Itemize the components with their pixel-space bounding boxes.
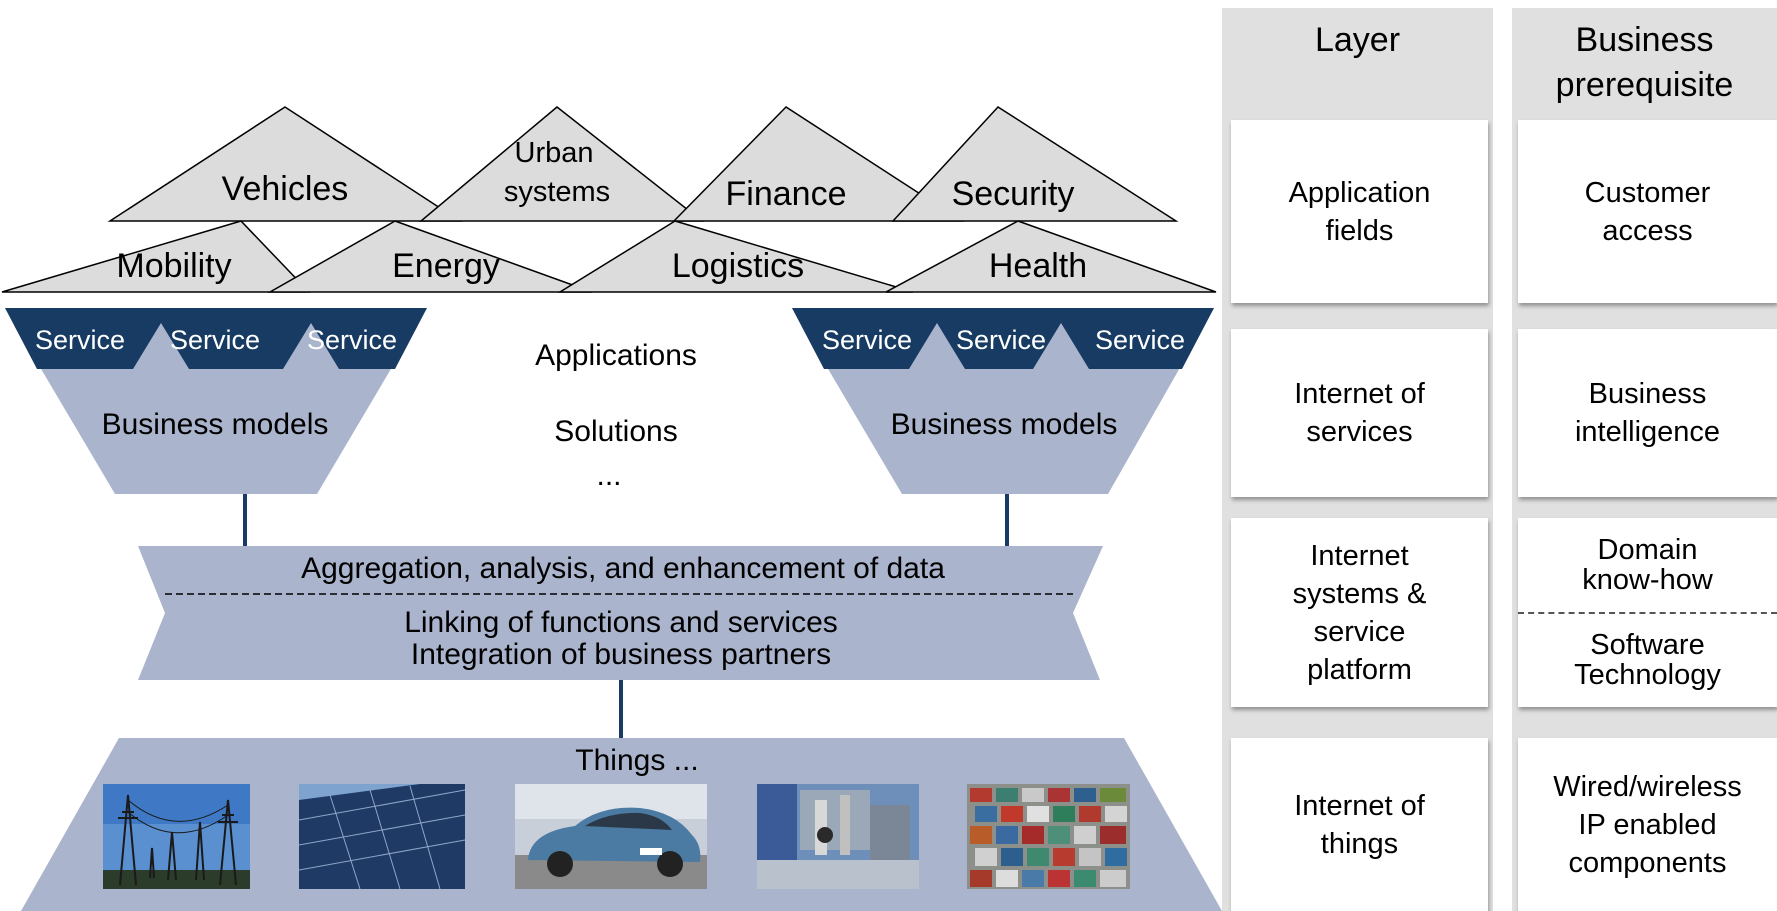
field-health-triangle <box>885 220 1217 293</box>
layer-column: Layer Application fields Internet of ser… <box>1222 8 1493 911</box>
shipping-containers-photo <box>967 784 1130 889</box>
prereq-card-wired-wireless: Wired/wireless IP enabled components <box>1518 738 1777 911</box>
factory-robot-photo <box>757 784 919 889</box>
layer-card-application-fields: Application fields <box>1231 120 1488 303</box>
left-service-3: Service <box>307 325 397 355</box>
field-label-health: Health <box>989 247 1087 285</box>
platform-top-text: Aggregation, analysis, and enhancement o… <box>301 552 945 585</box>
applications-label: Applications <box>535 339 697 372</box>
field-energy-triangle <box>267 220 593 293</box>
prereq-card-business-intelligence: Business intelligence <box>1518 329 1777 497</box>
layer-card-internet-of-services: Internet of services <box>1231 329 1488 497</box>
platform-bottom-line1: Linking of functions and services <box>404 606 838 639</box>
things-layer: Things ... <box>21 738 1222 911</box>
platform-bottom-line2: Integration of business partners <box>411 638 831 671</box>
platform-shape <box>138 546 1103 680</box>
right-service-3: Service <box>1095 325 1185 355</box>
prerequisite-column-header: Business prerequisite <box>1555 21 1734 104</box>
prereq-card-domain-software: Domain know-how Software Technology <box>1518 518 1777 707</box>
right-service-2: Service <box>956 325 1046 355</box>
prerequisite-column: Business prerequisite Customer access Bu… <box>1512 8 1777 911</box>
field-urban-systems-triangle <box>418 106 705 222</box>
left-business-model: Service Service Service Business models <box>5 308 427 494</box>
application-fields <box>1 106 1217 293</box>
layer-card-internet-of-things: Internet of things <box>1231 738 1488 911</box>
ellipsis-label: ... <box>596 459 621 492</box>
field-security-triangle <box>891 106 1179 222</box>
field-label-urban-systems-line2: systems <box>504 176 610 208</box>
field-label-urban-systems-line1: Urban <box>515 137 594 169</box>
prereq-software-technology: Software Technology <box>1574 629 1721 692</box>
right-business-models-label: Business models <box>891 408 1118 441</box>
solutions-label: Solutions <box>554 415 677 448</box>
field-label-security: Security <box>952 175 1075 213</box>
connectors <box>243 494 1009 738</box>
layer-column-header: Layer <box>1314 21 1401 59</box>
field-label-logistics: Logistics <box>672 247 804 285</box>
left-service-band <box>5 308 427 369</box>
iot-layer-diagram: Vehicles Urban systems Finance Security … <box>1 106 1222 911</box>
left-business-models-label: Business models <box>102 408 329 441</box>
field-logistics-triangle <box>557 220 914 293</box>
right-service-1: Service <box>822 325 912 355</box>
prereq-split-divider <box>1518 611 1777 614</box>
service-platform: Aggregation, analysis, and enhancement o… <box>138 546 1103 680</box>
field-label-vehicles: Vehicles <box>222 170 349 208</box>
layer-card-internet-systems-service-platform: Internet systems & service platform <box>1231 518 1488 707</box>
field-finance-triangle <box>672 106 965 222</box>
field-label-energy: Energy <box>392 247 500 285</box>
right-service-band <box>792 308 1214 369</box>
left-service-2: Service <box>170 325 260 355</box>
field-vehicles-triangle <box>107 106 463 222</box>
left-service-1: Service <box>35 325 125 355</box>
field-label-finance: Finance <box>726 175 847 213</box>
right-business-model: Service Service Service Business models <box>792 308 1214 494</box>
solar-panels-photo <box>299 784 465 889</box>
prereq-domain-know-how: Domain know-how <box>1582 533 1713 596</box>
field-label-mobility: Mobility <box>116 247 231 285</box>
field-mobility-triangle <box>1 220 311 293</box>
prereq-card-customer-access: Customer access <box>1518 120 1777 303</box>
power-lines-photo <box>103 784 250 889</box>
things-title: Things ... <box>575 744 698 777</box>
car-photo <box>515 784 707 889</box>
